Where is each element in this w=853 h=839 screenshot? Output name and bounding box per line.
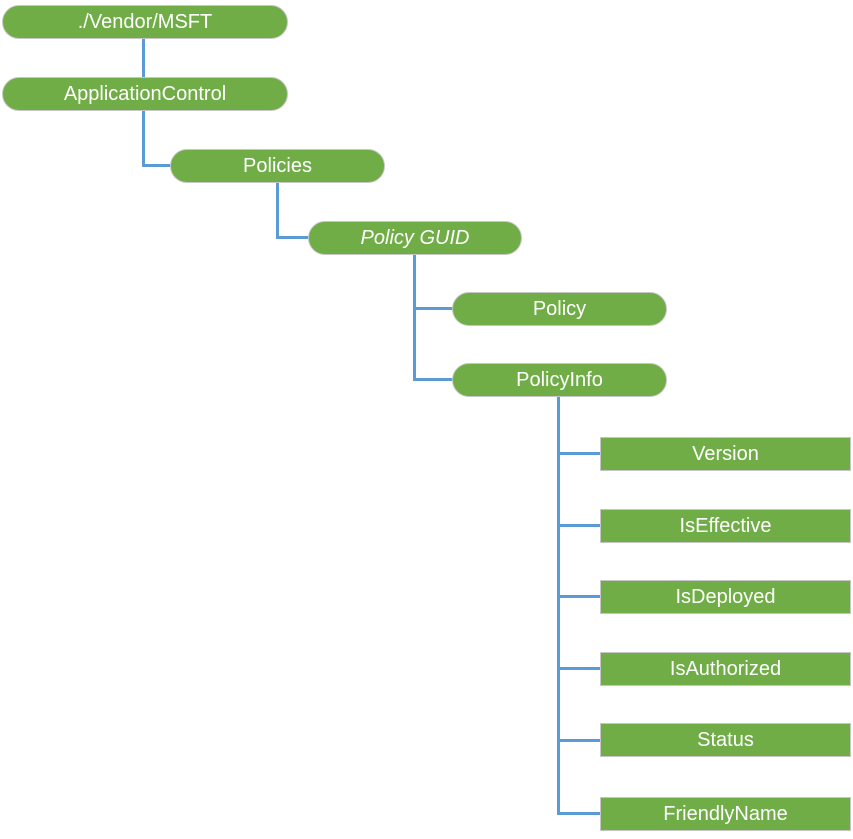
connector-segment <box>557 595 602 598</box>
tree-node-policies: Policies <box>170 149 385 183</box>
connector-segment <box>142 39 145 79</box>
tree-node-isdeployed: IsDeployed <box>600 580 851 614</box>
tree-node-friendlyname: FriendlyName <box>600 797 851 831</box>
tree-node-version: Version <box>600 437 851 471</box>
connector-segment <box>142 164 172 167</box>
connector-segment <box>413 378 454 381</box>
connector-segment <box>557 452 602 455</box>
tree-node-status: Status <box>600 723 851 757</box>
tree-node-policy-guid: Policy GUID <box>308 221 522 255</box>
connector-segment <box>276 183 279 239</box>
connector-segment <box>557 397 560 815</box>
tree-node-isauthorized: IsAuthorized <box>600 652 851 686</box>
connector-segment <box>557 739 602 742</box>
tree-node-vendor-msft: ./Vendor/MSFT <box>2 5 288 39</box>
connector-segment <box>142 111 145 167</box>
tree-node-applicationcontrol: ApplicationControl <box>2 77 288 111</box>
connector-segment <box>557 524 602 527</box>
connector-segment <box>557 667 602 670</box>
tree-node-policyinfo: PolicyInfo <box>452 363 667 397</box>
connector-segment <box>413 255 416 381</box>
tree-node-iseffective: IsEffective <box>600 509 851 543</box>
connector-segment <box>557 812 602 815</box>
connector-segment <box>276 236 310 239</box>
connector-segment <box>413 307 454 310</box>
tree-node-policy: Policy <box>452 292 667 326</box>
